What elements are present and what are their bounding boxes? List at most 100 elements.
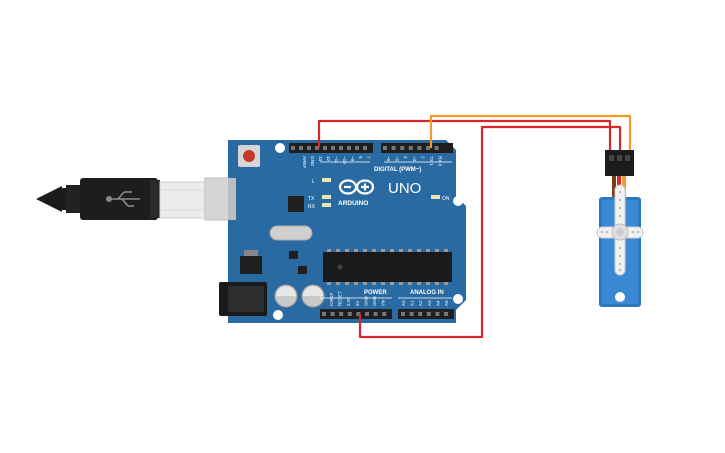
analog-header[interactable] — [398, 309, 454, 319]
chip-pin — [417, 282, 421, 285]
chip-pin — [327, 249, 331, 252]
power-pin-hole[interactable] — [365, 312, 369, 316]
usb-cable[interactable] — [36, 177, 234, 221]
small-chip — [289, 251, 298, 259]
power-pin-label: Vin — [381, 299, 386, 306]
wires — [317, 114, 632, 339]
power-pin-hole[interactable] — [330, 312, 335, 316]
servo-horn[interactable] — [596, 184, 644, 276]
digital-pin-hole[interactable] — [434, 146, 439, 150]
capacitor — [274, 284, 298, 308]
digital-pin-hole[interactable] — [363, 146, 367, 150]
digital-pin-hole[interactable] — [291, 146, 295, 150]
digital-pin-label: ~10 — [342, 156, 347, 164]
power-pin-label: GND — [372, 296, 377, 306]
analog-pin-label: A4 — [435, 300, 440, 306]
digital-pin-hole[interactable] — [331, 146, 335, 150]
chip-pin — [426, 282, 430, 285]
analog-pin-label: A0 — [401, 300, 406, 306]
digital-pin-label: 12 — [326, 156, 331, 162]
digital-pin-hole[interactable] — [408, 146, 413, 150]
led-l — [322, 178, 331, 182]
digital-header-right[interactable] — [381, 143, 453, 153]
chip-pin — [399, 282, 403, 285]
digital-pin-hole[interactable] — [315, 146, 319, 150]
digital-pin-hole[interactable] — [383, 146, 387, 150]
arduino-brand: ARDUINO — [338, 200, 368, 207]
power-header[interactable] — [320, 309, 392, 319]
led-l-label: L — [312, 179, 315, 185]
power-pin-hole[interactable] — [347, 312, 352, 316]
digital-pin-hole[interactable] — [347, 146, 351, 150]
digital-pwm-label: DIGITAL (PWM~) — [374, 167, 421, 173]
analog-pin-hole[interactable] — [401, 312, 405, 316]
digital-pin-hole[interactable] — [355, 146, 359, 150]
digital-pin-label: AREF — [302, 156, 307, 168]
digital-pin-label: 13 — [318, 156, 323, 162]
wire-5v-red[interactable] — [358, 125, 622, 339]
chip-pin — [417, 249, 421, 252]
power-pin-label: 3.3V — [346, 297, 351, 306]
chip-pin — [336, 249, 340, 252]
micro-servo[interactable] — [596, 150, 644, 307]
power-label: POWER — [364, 290, 387, 296]
digital-pin-hole[interactable] — [391, 146, 396, 150]
power-pin-hole[interactable] — [373, 312, 378, 316]
chip-pin — [336, 282, 340, 285]
chip-pin — [390, 282, 394, 285]
mounting-hole — [273, 310, 283, 320]
chip-pin — [426, 249, 430, 252]
chip-pin — [435, 249, 439, 252]
chip-pin — [408, 282, 412, 285]
power-pin-hole[interactable] — [382, 312, 387, 316]
digital-pin-hole[interactable] — [417, 146, 422, 150]
chip-pin — [444, 249, 448, 252]
power-pin-hole[interactable] — [339, 312, 344, 316]
chip-pin — [345, 282, 349, 285]
analog-pin-hole[interactable] — [409, 312, 414, 316]
digital-pin-label: ~9 — [350, 156, 355, 162]
wire-signal-orange[interactable] — [429, 114, 632, 152]
digital-pin-label: ~11 — [334, 156, 339, 164]
voltage-regulator — [240, 250, 262, 274]
analog-pin-hole[interactable] — [426, 312, 431, 316]
analog-in-label: ANALOG IN — [410, 290, 444, 296]
power-pin-hole[interactable] — [356, 312, 361, 316]
servo-connector[interactable] — [605, 150, 634, 176]
small-chip — [298, 266, 307, 274]
power-pin-label: GND — [363, 296, 368, 306]
chip-pin — [372, 282, 376, 285]
digital-pin-label: RX 0 — [438, 156, 443, 167]
chip-pin — [381, 249, 385, 252]
digital-pin-hole[interactable] — [299, 146, 303, 150]
analog-pin-label: A3 — [427, 300, 432, 306]
digital-pin-label: ~6 — [386, 156, 391, 162]
chip-pin — [381, 282, 385, 285]
digital-pin-hole[interactable] — [323, 146, 327, 150]
reset-button[interactable] — [238, 145, 260, 167]
chip-pin — [408, 249, 412, 252]
led-tx — [322, 195, 331, 199]
chip-pin — [345, 249, 349, 252]
analog-pin-hole[interactable] — [444, 312, 448, 316]
analog-pin-label: A5 — [444, 300, 449, 306]
digital-pin-label: 8 — [358, 156, 363, 159]
power-pin-hole[interactable] — [322, 312, 326, 316]
digital-pin-hole[interactable] — [339, 146, 343, 150]
arduino-uno-board[interactable]: L TX RX ON ARDUINO UNO DIGITAL (PWM~) PO… — [219, 140, 466, 323]
analog-pin-hole[interactable] — [435, 312, 440, 316]
wire-gnd-red[interactable] — [317, 119, 612, 152]
chip-pin — [435, 282, 439, 285]
digital-pin-label: 2 — [420, 156, 425, 159]
power-pin-label: RESET — [338, 291, 343, 306]
digital-pin-hole[interactable] — [426, 146, 430, 150]
led-tx-label: TX — [308, 196, 315, 202]
analog-pin-hole[interactable] — [418, 312, 423, 316]
digital-pin-hole[interactable] — [307, 146, 311, 150]
usb-icon — [106, 191, 140, 207]
digital-pin-hole[interactable] — [400, 146, 405, 150]
chip-pin — [327, 282, 331, 285]
usb-chip — [288, 196, 304, 212]
chip-pin — [399, 249, 403, 252]
